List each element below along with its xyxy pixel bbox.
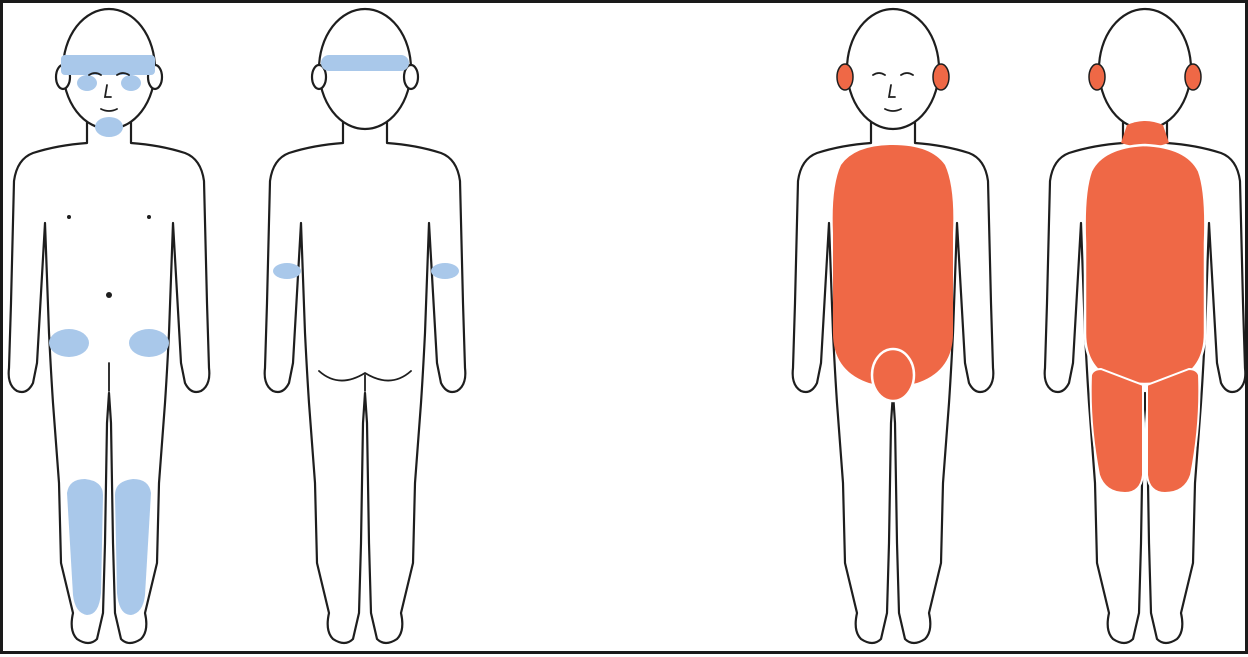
ear-right-region bbox=[1185, 64, 1201, 90]
forehead-region bbox=[61, 55, 155, 75]
body-outline bbox=[265, 9, 466, 643]
elbow-right-region bbox=[431, 263, 459, 279]
highlight-regions bbox=[1085, 64, 1206, 493]
cheek-left-region bbox=[77, 75, 97, 91]
child-back-orange-figure bbox=[1039, 3, 1248, 657]
child-back-blue-figure bbox=[259, 3, 471, 657]
buttock-thigh-left-region bbox=[1091, 369, 1143, 493]
diaper-area-region bbox=[872, 349, 914, 401]
child-front-orange-figure bbox=[787, 3, 999, 657]
elbow-left-region bbox=[273, 263, 301, 279]
cheek-right-region bbox=[121, 75, 141, 91]
buttock-thigh-right-region bbox=[1147, 369, 1199, 493]
nape-region bbox=[1121, 121, 1169, 147]
ear-left-region bbox=[1089, 64, 1105, 90]
groin-left-region bbox=[49, 329, 89, 357]
body-outline bbox=[9, 9, 210, 643]
back-of-head-band-region bbox=[321, 55, 409, 71]
chin-region bbox=[95, 117, 123, 137]
child-front-blue-figure bbox=[3, 3, 215, 657]
ear-left-region bbox=[837, 64, 853, 90]
back-region bbox=[1085, 145, 1206, 384]
ear-right-region bbox=[933, 64, 949, 90]
groin-right-region bbox=[129, 329, 169, 357]
